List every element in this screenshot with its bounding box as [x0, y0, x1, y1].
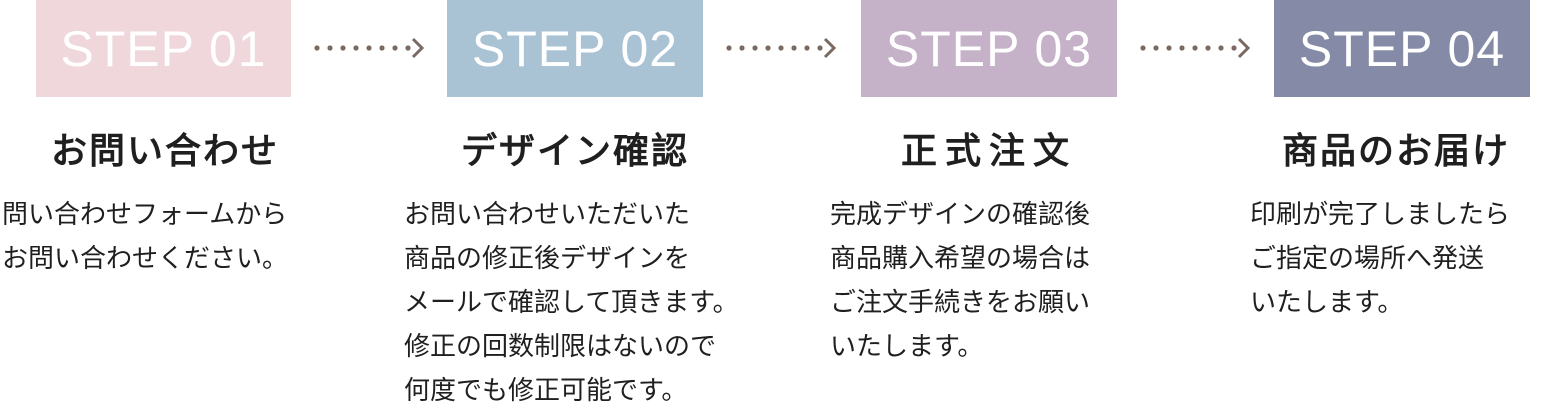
step-03: STEP 03: [861, 0, 1117, 97]
step-description: お問い合わせいただいた 商品の修正後デザインを メールで確認して頂きます。 修正…: [404, 200, 739, 406]
step-description: 完成デザインの確認後 商品購入希望の場合は ご注文手続きをお願い いたします。: [830, 200, 1091, 362]
step-description: 問い合わせフォームから お問い合わせください。: [2, 200, 289, 274]
step-badge: STEP 04: [1274, 0, 1530, 97]
step-title: 正式注文: [900, 131, 1077, 172]
dotted-arrow-icon: [1140, 37, 1251, 59]
step-01: STEP 01: [36, 0, 291, 97]
step-title: デザイン確認: [460, 131, 689, 172]
dotted-arrow-icon: [726, 37, 837, 59]
dotted-arrow-icon: [314, 37, 425, 59]
step-title: 商品のお届け: [1281, 131, 1510, 172]
step-description: 印刷が完了しましたら ご指定の場所へ発送 いたします。: [1250, 200, 1511, 318]
step-badge: STEP 03: [861, 0, 1117, 97]
step-02: STEP 02: [447, 0, 703, 97]
step-04: STEP 04: [1274, 0, 1530, 97]
step-badge: STEP 02: [447, 0, 703, 97]
step-title: お問い合わせ: [50, 131, 279, 172]
step-badge: STEP 01: [36, 0, 291, 97]
